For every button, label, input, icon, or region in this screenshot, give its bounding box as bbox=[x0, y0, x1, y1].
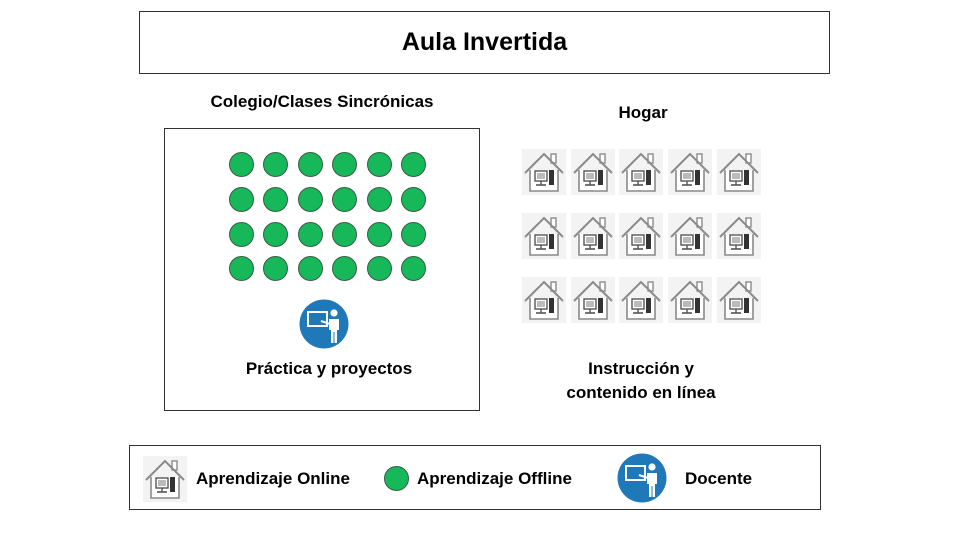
home-caption-line2: contenido en línea bbox=[566, 383, 716, 402]
student-dot-icon bbox=[384, 466, 409, 491]
legend-box bbox=[129, 445, 821, 510]
house-computer-icon bbox=[522, 213, 566, 259]
student-dot bbox=[297, 221, 323, 247]
student-dot bbox=[366, 152, 392, 177]
home-heading: Hogar bbox=[618, 103, 668, 122]
page-title: Aula Invertida bbox=[401, 28, 568, 56]
title-box: Aula Invertida bbox=[139, 11, 830, 74]
school-box bbox=[164, 128, 480, 411]
house-computer-icon bbox=[717, 149, 761, 195]
student-dot bbox=[263, 256, 289, 282]
home-caption: Instrucción y contenido en línea bbox=[531, 357, 751, 405]
student-dot bbox=[297, 152, 323, 177]
student-dot bbox=[332, 256, 358, 282]
student-dot bbox=[263, 152, 289, 177]
house-computer-icon bbox=[717, 277, 761, 323]
house-computer-icon bbox=[619, 213, 663, 259]
legend-online-label: Aprendizaje Online bbox=[196, 469, 350, 488]
house-computer-icon bbox=[668, 213, 712, 259]
teacher-board-icon bbox=[617, 453, 667, 503]
student-dot bbox=[332, 152, 358, 177]
school-caption: Práctica y proyectos bbox=[245, 359, 413, 378]
teacher-icon bbox=[299, 299, 349, 349]
student-dot bbox=[229, 152, 254, 177]
legend-teacher-label: Docente bbox=[685, 469, 753, 488]
legend-offline-label: Aprendizaje Offline bbox=[417, 469, 572, 488]
house-computer-icon bbox=[522, 277, 566, 323]
student-dot bbox=[263, 186, 289, 212]
student-dot bbox=[263, 221, 289, 247]
student-dot bbox=[229, 256, 254, 282]
house-computer-icon bbox=[571, 213, 615, 259]
student-dot bbox=[401, 152, 426, 177]
student-dot bbox=[366, 256, 392, 282]
house-computer-icon bbox=[522, 149, 566, 195]
house-computer-icon bbox=[143, 456, 187, 502]
house-computer-icon bbox=[571, 277, 615, 323]
student-dot bbox=[401, 186, 426, 212]
school-heading: Colegio/Clases Sincrónicas bbox=[210, 92, 434, 111]
student-dot bbox=[297, 256, 323, 282]
home-caption-line1: Instrucción y bbox=[588, 359, 694, 378]
house-computer-icon bbox=[571, 149, 615, 195]
student-dot bbox=[401, 221, 426, 247]
house-computer-icon bbox=[717, 213, 761, 259]
student-dot bbox=[332, 186, 358, 212]
house-computer-icon bbox=[668, 149, 712, 195]
student-dot bbox=[401, 256, 426, 282]
house-computer-icon bbox=[668, 277, 712, 323]
student-dot bbox=[297, 186, 323, 212]
house-computer-icon bbox=[619, 277, 663, 323]
student-dot bbox=[332, 221, 358, 247]
student-dot bbox=[366, 186, 392, 212]
student-dot bbox=[366, 221, 392, 247]
student-dot bbox=[229, 221, 254, 247]
student-dot bbox=[229, 186, 254, 212]
house-computer-icon bbox=[619, 149, 663, 195]
